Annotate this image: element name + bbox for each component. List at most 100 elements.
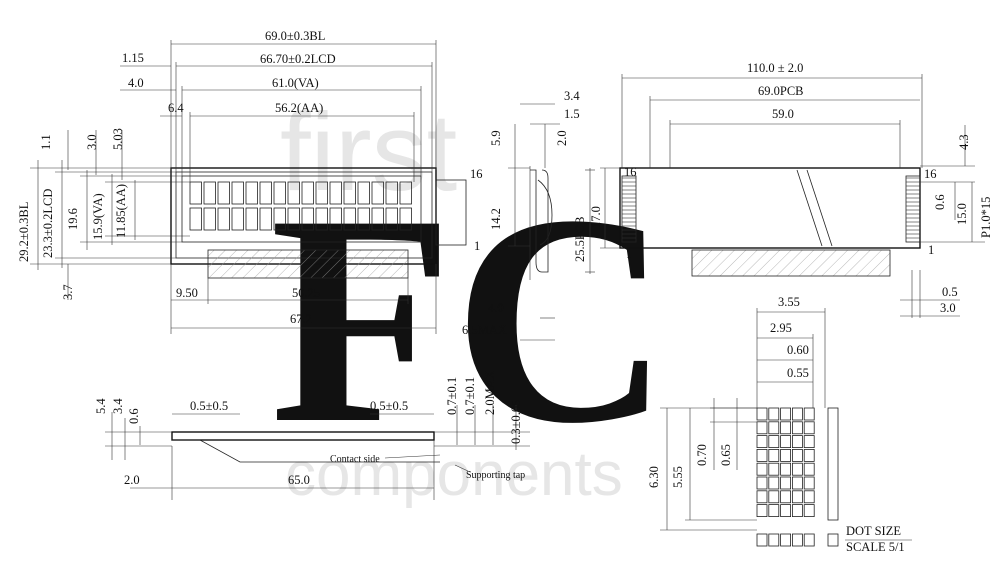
underline-dot — [756, 533, 768, 547]
dot-pixel — [756, 490, 768, 504]
dot-pixel — [780, 476, 791, 490]
dim-110-rear: 110.0 ± 2.0 — [747, 61, 803, 75]
side-profile — [530, 169, 549, 273]
dot-pixel — [768, 504, 780, 518]
char-cell — [371, 181, 384, 205]
char-cell — [287, 181, 300, 205]
dot-pixel — [756, 476, 768, 490]
dot-pixel — [803, 504, 815, 518]
char-cell — [329, 181, 342, 205]
char-cell — [343, 207, 356, 231]
rear-hatched-tab — [691, 249, 891, 277]
dim-2-0-bottom: 2.0 — [124, 473, 140, 487]
caption-scale: SCALE 5/1 — [846, 540, 905, 554]
dot-pixel — [780, 435, 791, 449]
dot-pixel — [792, 476, 803, 490]
char-cell — [259, 207, 272, 231]
underline-dot — [803, 533, 815, 547]
dot-pixel — [792, 462, 803, 476]
char-cell — [371, 207, 384, 231]
char-cell — [189, 207, 202, 231]
dot-pixel — [768, 435, 780, 449]
char-cell — [315, 207, 328, 231]
dot-pixel — [780, 448, 791, 462]
pin-label-16-front: 16 — [470, 167, 483, 181]
front-view: 69.0±0.3BL 66.70±0.2LCD 61.0(VA) 56.2(AA… — [17, 29, 483, 334]
char-cell — [231, 207, 244, 231]
underline-dot — [792, 533, 803, 547]
dot-pixel — [792, 435, 803, 449]
cursor-column — [827, 407, 839, 521]
dot-pixel — [756, 407, 768, 421]
dot-grid — [756, 407, 815, 518]
rear-view: 110.0 ± 2.0 69.0PCB 59.0 17.0 4.3 0.6 15… — [589, 61, 993, 318]
dot-pixel — [756, 448, 768, 462]
dim-3-0: 3.0 — [85, 134, 99, 150]
dim-aa-height: 11.85(AA) — [114, 184, 128, 238]
rear-left-pins — [621, 175, 637, 243]
dim-0-5-rear: 0.5 — [942, 285, 958, 299]
char-cell — [343, 181, 356, 205]
char-cell — [399, 207, 412, 231]
dim-0-5-right-bottom: 0.5±0.5 — [370, 399, 408, 413]
dim-15-rear: 15.0 — [955, 203, 969, 225]
dim-3-7: 3.7 — [61, 284, 75, 300]
dim-bl-height: 29.2±0.3BL — [17, 202, 31, 262]
dot-pixel — [768, 407, 780, 421]
dim-va-width: 61.0(VA) — [272, 76, 319, 90]
dot-pixel — [803, 421, 815, 435]
dim-4-0-side: 4.0 — [488, 301, 504, 315]
caption-dot-size: DOT SIZE — [846, 524, 901, 538]
char-cell — [273, 207, 286, 231]
dim-25-5pcb-side: 25.5PCB — [573, 216, 587, 262]
dim-lcd-width: 66.70±0.2LCD — [260, 52, 336, 66]
dim-50-25: 50.25 — [292, 286, 320, 300]
dim-left-1-15: 1.15 — [122, 51, 144, 65]
char-cell — [231, 181, 244, 205]
pin-16-rear-right: 16 — [924, 167, 937, 181]
dot-pixel — [803, 407, 815, 421]
dim-5-4-bottom: 5.4 — [94, 398, 108, 414]
dot-pixel — [780, 407, 791, 421]
char-cell — [385, 207, 398, 231]
char-cell — [315, 181, 328, 205]
char-cell — [273, 181, 286, 205]
dot-pixel — [780, 462, 791, 476]
dot-pixel — [756, 435, 768, 449]
label-supporting-tap: Supporting tap — [466, 470, 525, 481]
dot-pixel — [756, 462, 768, 476]
dim-2-95-dot: 2.95 — [770, 321, 792, 335]
char-cell — [301, 207, 314, 231]
dim-4-3-rear: 4.3 — [957, 134, 971, 150]
char-cell — [329, 207, 342, 231]
pin-16-rear-left: 16 — [624, 165, 637, 179]
dim-left-4-0: 4.0 — [128, 76, 144, 90]
dim-67-2: 67.2 — [290, 312, 312, 326]
char-cell — [357, 181, 370, 205]
dim-5-9-side: 5.9 — [489, 130, 503, 146]
dim-5-55-dot: 5.55 — [671, 466, 685, 488]
dim-65-bottom: 65.0 — [288, 473, 310, 487]
dot-pixel — [792, 448, 803, 462]
char-cell — [203, 207, 216, 231]
dim-17-rear: 17.0 — [589, 206, 603, 228]
dim-19-6: 19.6 — [66, 208, 80, 230]
dim-3-55-dot: 3.55 — [778, 295, 800, 309]
viewing-area — [181, 175, 422, 243]
char-cell — [203, 181, 216, 205]
dot-pixel — [780, 421, 791, 435]
watermark-line1: first — [280, 91, 457, 214]
dot-pixel — [792, 421, 803, 435]
char-cell — [245, 181, 258, 205]
dim-bl-width: 69.0±0.3BL — [265, 29, 325, 43]
dot-pixel — [780, 490, 791, 504]
side-view: 3.4 1.5 5.9 2.0 14.2 25.5PCB 4.0 6.5MAX — [462, 89, 595, 341]
pin-1-rear-left: 1 — [626, 247, 632, 261]
char-cell — [245, 207, 258, 231]
dim-14-2-side: 14.2 — [489, 208, 503, 230]
underline-dot — [768, 533, 780, 547]
dim-0-7-b-bottom: 0.7±0.1 — [463, 377, 477, 415]
dot-pixel — [768, 421, 780, 435]
